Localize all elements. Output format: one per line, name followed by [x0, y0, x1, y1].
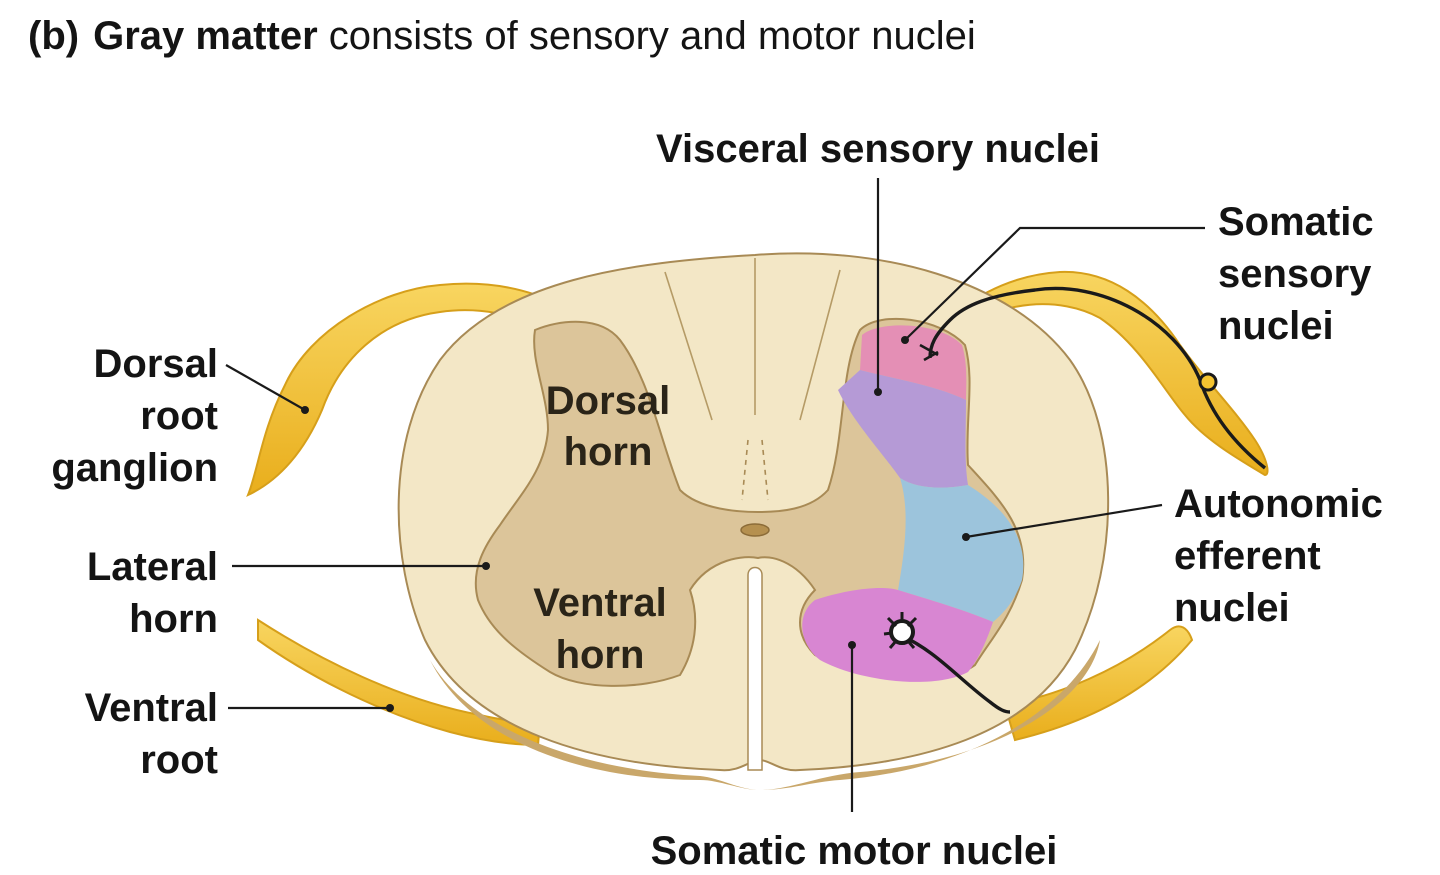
label-dorsal-horn-line1: Dorsal [546, 379, 671, 423]
label-dorsal-root-ganglion-line2: root [140, 394, 218, 438]
label-lateral-horn-line2: horn [129, 597, 218, 641]
leader-dot [848, 641, 856, 649]
sensory-neuron-fiber [928, 286, 1267, 470]
figure-title: (b) Gray matter consists of sensory and m… [28, 10, 976, 62]
ventral-root-right [1003, 625, 1194, 742]
label-ventral-horn-line2: horn [556, 633, 645, 677]
synapse-mark [919, 343, 939, 362]
label-dorsal-horn-line2: horn [564, 430, 653, 474]
leader-lines [225, 178, 1205, 812]
visceral-sensory-region [838, 370, 968, 488]
label-ventral-root-line1: Ventral [85, 686, 218, 730]
neuron-paths [883, 286, 1267, 714]
autonomic-efferent-leader [965, 503, 1163, 539]
dorsal-root-right [927, 270, 1269, 477]
label-ventral-root-line2: root [140, 738, 218, 782]
sensory-cell-body [1198, 372, 1218, 392]
label-visceral-sensory-nuclei: Visceral sensory nuclei [656, 127, 1100, 171]
spinal-cord [397, 252, 1110, 790]
label-somatic-motor-nuclei: Somatic motor nuclei [651, 829, 1058, 873]
leader-dot [962, 533, 970, 541]
label-autonomic-efferent-line1: Autonomic [1174, 482, 1383, 526]
label-lateral-horn-line1: Lateral [87, 545, 218, 589]
label-somatic-sensory-line2: sensory [1218, 252, 1372, 296]
label-somatic-sensory-line1: Somatic [1218, 200, 1374, 244]
title-bold: Gray matter [93, 14, 318, 58]
column-line [799, 269, 841, 421]
title-rest: consists of sensory and motor nuclei [328, 14, 976, 58]
label-dorsal-root-ganglion-line1: Dorsal [94, 342, 219, 386]
leader-dot [386, 704, 394, 712]
motor-neuron-cell-body [883, 612, 918, 649]
column-line [664, 271, 713, 421]
leader-dot [901, 336, 909, 344]
autonomic-region [898, 478, 1024, 622]
label-autonomic-efferent-line3: nuclei [1174, 586, 1290, 630]
label-ventral-horn-line1: Ventral [533, 581, 666, 625]
leader-dot [874, 388, 882, 396]
label-somatic-sensory-line3: nuclei [1218, 304, 1334, 348]
label-autonomic-efferent-line2: efferent [1174, 534, 1321, 578]
labels: Visceral sensory nuclei Somatic sensory … [51, 127, 1383, 873]
central-canal [740, 523, 770, 537]
leader-dot [482, 562, 490, 570]
posterior-septum [741, 439, 769, 501]
somatic-sensory-leader [904, 226, 1205, 341]
figure-tag: (b) [28, 14, 80, 58]
dorsal-root-ganglion-leader [225, 364, 306, 411]
motor-neuron-axon [899, 633, 1011, 714]
anterior-median-fissure [747, 566, 763, 771]
leader-dot [301, 406, 309, 414]
label-dorsal-root-ganglion-line3: ganglion [51, 446, 218, 490]
somatic-sensory-region [860, 325, 967, 400]
